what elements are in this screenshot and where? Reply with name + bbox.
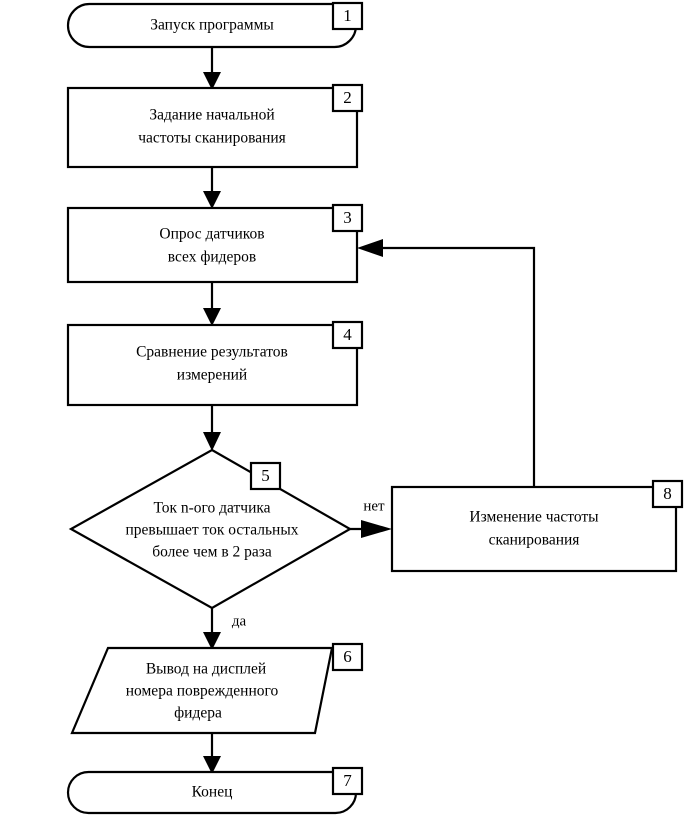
node-3-label-line-1: Опрос датчиков (159, 226, 264, 243)
node-4-process[interactable]: Сравнение результатов измерений (66, 323, 359, 407)
node-2-process[interactable]: Задание начальной частоты сканирования (66, 86, 359, 169)
node-8-badge: 8 (651, 479, 684, 509)
node-6-label-line-3: фидера (174, 705, 222, 722)
node-5-decision[interactable]: Ток n-ого датчика превышает ток остальны… (68, 448, 353, 610)
node-7-badge-label: 7 (343, 771, 352, 790)
node-2-badge-box (331, 83, 364, 113)
node-6-label-line-1: Вывод на дисплей (146, 661, 266, 678)
node-4-shape (66, 323, 359, 407)
edge-5-to-8 (350, 520, 392, 538)
node-7-label-line-1: Конец (192, 784, 233, 801)
node-4-label-line-2: измерений (177, 367, 247, 384)
node-6-output[interactable]: Вывод на дисплей номера поврежденного фи… (70, 646, 334, 735)
node-1-start[interactable]: Запуск программы (66, 2, 358, 49)
node-8-label-line-2: сканирования (489, 532, 580, 549)
node-5-label-line-2: превышает ток остальных (126, 522, 299, 539)
node-4-badge-label: 4 (343, 325, 352, 344)
node-4-badge-box (331, 320, 364, 350)
edge-2-to-3 (203, 167, 221, 209)
node-7-end[interactable]: Конец (66, 770, 358, 815)
node-8-badge-box (651, 479, 684, 509)
node-3-badge-box (331, 203, 364, 233)
node-3-shape (66, 206, 359, 284)
node-8-label-line-1: Изменение частоты (469, 509, 599, 526)
edge-label-yes: да (232, 613, 247, 629)
node-6-badge-label: 6 (343, 647, 352, 666)
node-2-badge-label: 2 (343, 88, 352, 107)
node-6-shape (70, 646, 334, 735)
edge-6-to-7 (203, 733, 221, 774)
node-3-badge-label: 3 (343, 208, 352, 227)
node-1-badge-box (331, 1, 364, 31)
node-1-label-line-1: Запуск программы (150, 17, 274, 34)
node-5-badge-box (249, 461, 282, 491)
node-4-badge: 4 (331, 320, 364, 350)
node-3-process[interactable]: Опрос датчиков всех фидеров (66, 206, 359, 284)
node-6-label-line-2: номера поврежденного (126, 683, 279, 700)
node-8-badge-label: 8 (663, 484, 672, 503)
node-7-badge-box (331, 766, 364, 796)
node-5-label-line-1: Ток n-ого датчика (153, 500, 270, 517)
edge-3-to-4 (203, 282, 221, 326)
node-5-badge-label: 5 (261, 466, 270, 485)
node-5-badge: 5 (249, 461, 282, 491)
connector-layer (203, 47, 536, 774)
node-2-label-line-1: Задание начальной (149, 107, 274, 124)
edge-8-to-3-feedback (357, 239, 536, 487)
edge-label-no: нет (363, 498, 385, 514)
edge-1-to-2 (203, 47, 221, 90)
node-2-shape (66, 86, 359, 169)
node-3-badge: 3 (331, 203, 364, 233)
node-5-label-line-3: более чем в 2 раза (152, 544, 272, 561)
node-1-badge-label: 1 (343, 6, 352, 25)
edge-label-layer: нет да (232, 498, 385, 629)
node-1-badge: 1 (331, 1, 364, 31)
edge-5-to-6 (203, 608, 221, 650)
edge-4-to-5 (203, 405, 221, 451)
node-4-label-line-1: Сравнение результатов (136, 344, 288, 361)
node-2-label-line-2: частоты сканирования (138, 130, 286, 147)
node-8-shape (390, 485, 678, 573)
node-3-label-line-2: всех фидеров (168, 249, 257, 266)
node-6-badge-box (331, 642, 364, 672)
node-6-badge: 6 (331, 642, 364, 672)
node-2-badge: 2 (331, 83, 364, 113)
node-7-badge: 7 (331, 766, 364, 796)
node-8-process[interactable]: Изменение частоты сканирования (390, 485, 678, 573)
